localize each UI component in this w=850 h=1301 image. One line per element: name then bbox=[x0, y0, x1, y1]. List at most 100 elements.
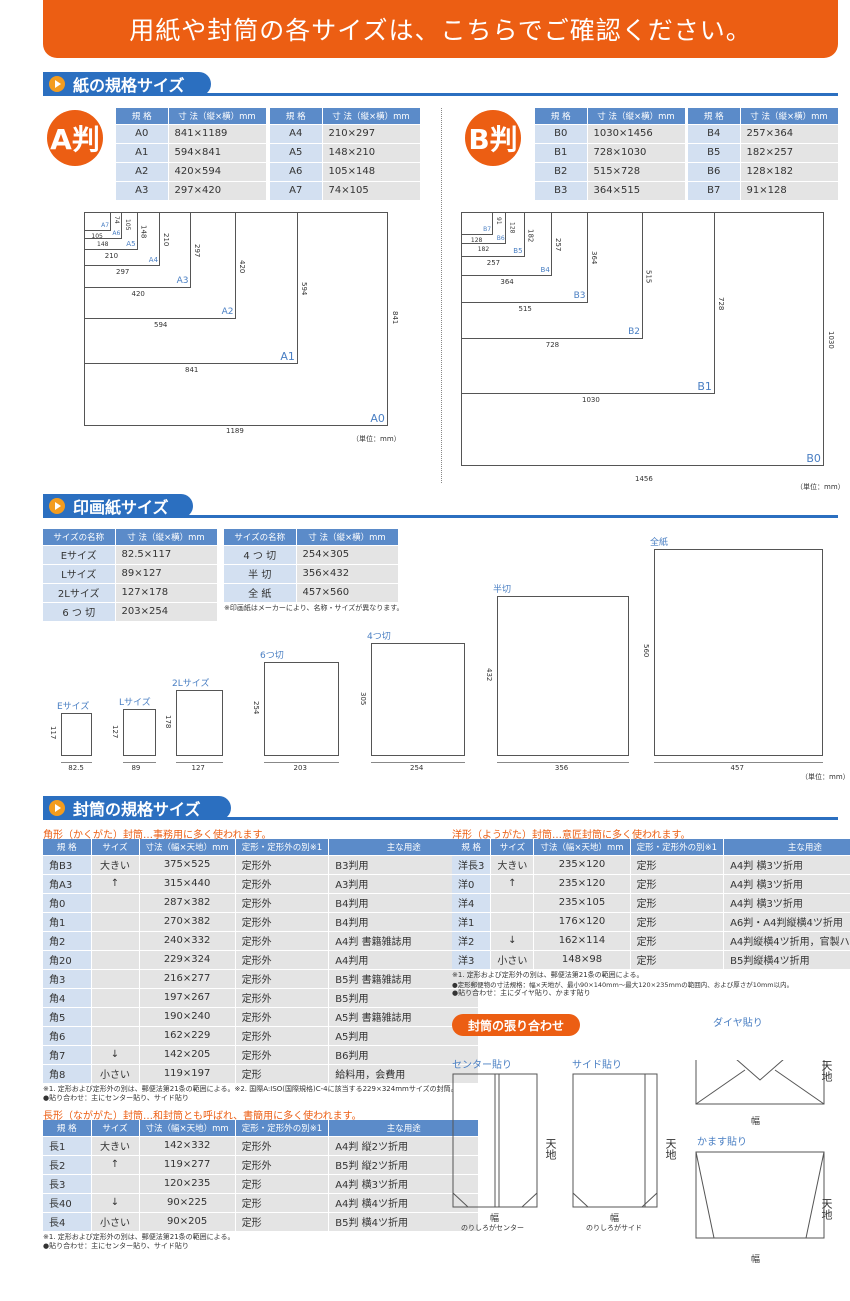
col-use: 主な用途 bbox=[723, 839, 850, 856]
table-cell: 119×197 bbox=[139, 1064, 236, 1084]
side-label: サイド貼り bbox=[572, 1060, 622, 1071]
tenchi-label: 天地 bbox=[664, 1138, 677, 1160]
table-cell bbox=[91, 1026, 140, 1046]
photo-name: 半切 bbox=[493, 585, 512, 596]
a-dim: 297 bbox=[116, 267, 130, 276]
table-cell: B4 bbox=[688, 124, 741, 144]
table-cell: 6 つ 切 bbox=[43, 602, 116, 622]
section-envelope-header: 封筒の規格サイズ bbox=[43, 796, 838, 820]
table-cell bbox=[91, 988, 140, 1008]
table-cell: 89×127 bbox=[115, 564, 218, 584]
table-cell: 洋3 bbox=[452, 950, 492, 970]
table-cell: 235×105 bbox=[533, 893, 631, 913]
col-sunpo: 寸 法（縦×横）mm bbox=[168, 108, 267, 125]
table-cell: A4判 横3ツ折用 bbox=[723, 855, 850, 875]
table-cell: 297×420 bbox=[168, 181, 267, 201]
table-cell: 457×560 bbox=[296, 583, 399, 603]
table-cell: B6判用 bbox=[328, 1045, 480, 1065]
table-cell: 定形外 bbox=[235, 1026, 330, 1046]
a-label: A6 bbox=[112, 229, 121, 237]
col-kikaku: 規 格 bbox=[535, 108, 588, 125]
table-cell: 270×382 bbox=[139, 912, 236, 932]
photo-width: 356 bbox=[554, 764, 569, 772]
table-cell: B5判縦横4ツ折用 bbox=[723, 950, 850, 970]
table-cell: 半 切 bbox=[224, 564, 297, 584]
table-cell: 257×364 bbox=[740, 124, 839, 144]
table-cell: A4判縦横4ツ折用，官製ハガキ用 bbox=[723, 931, 850, 951]
unit-label: （単位：mm） bbox=[352, 435, 401, 443]
table-cell: 90×225 bbox=[139, 1193, 236, 1213]
section-title: 印画紙サイズ bbox=[73, 498, 169, 517]
table-cell: 長2 bbox=[43, 1155, 92, 1175]
divider bbox=[441, 108, 442, 483]
table-cell: 定形外 bbox=[235, 912, 330, 932]
table-cell: 定形外 bbox=[235, 874, 330, 894]
b-label: B4 bbox=[540, 265, 550, 274]
table-cell: 356×432 bbox=[296, 564, 399, 584]
table-cell: 287×382 bbox=[139, 893, 236, 913]
table-cell: 定形 bbox=[630, 931, 725, 951]
col-kikaku: 規 格 bbox=[688, 108, 741, 125]
col-kikaku: 規 格 bbox=[43, 1120, 92, 1137]
hariawase-heading: 封筒の張り合わせ bbox=[452, 1014, 580, 1036]
table-cell: 定形 bbox=[235, 1212, 330, 1232]
b-dim: 257 bbox=[486, 259, 501, 268]
haba-label: 幅 bbox=[751, 1117, 761, 1127]
dim-line bbox=[176, 762, 223, 763]
table-cell: A4判 横3ツ折用 bbox=[723, 874, 850, 894]
table-cell: 角0 bbox=[43, 893, 92, 913]
a-dim: 594 bbox=[300, 282, 308, 296]
table-cell: 定形外 bbox=[235, 931, 330, 951]
b-dim: 1030 bbox=[582, 395, 600, 404]
table-cell bbox=[91, 950, 140, 970]
col-kikaku: 規 格 bbox=[43, 839, 92, 856]
b-label: B2 bbox=[628, 327, 640, 337]
table-cell: Eサイズ bbox=[43, 545, 116, 565]
a-dim: 210 bbox=[162, 232, 170, 247]
a-label: A3 bbox=[176, 276, 189, 286]
table-cell: 洋4 bbox=[452, 893, 492, 913]
table-cell: A5 bbox=[270, 143, 323, 163]
envelope-diagrams bbox=[452, 1060, 825, 1239]
table-cell: ↓ bbox=[91, 1193, 140, 1213]
a-dim: 420 bbox=[238, 259, 246, 273]
table-cell: 176×120 bbox=[533, 912, 631, 932]
a-label: A2 bbox=[221, 307, 234, 317]
b-label: B3 bbox=[573, 290, 586, 301]
table-cell: 全 紙 bbox=[224, 583, 297, 603]
you-title: 洋形（ようがた）封筒…意匠封筒に多く使われます。 bbox=[452, 830, 691, 841]
photo-rect bbox=[61, 712, 92, 756]
table-cell: ↓ bbox=[490, 931, 535, 951]
arrow-icon bbox=[49, 800, 65, 816]
a-label: A5 bbox=[126, 240, 136, 248]
col-size: サイズ bbox=[490, 839, 535, 856]
table-cell: 定形外 bbox=[235, 855, 330, 875]
haba-label: 幅 bbox=[490, 1214, 500, 1224]
table-cell: B6 bbox=[688, 162, 741, 182]
table-cell: 定形外 bbox=[235, 1007, 330, 1027]
b-dim: 128 bbox=[470, 236, 483, 244]
table-cell bbox=[91, 931, 140, 951]
photo-width: 457 bbox=[730, 764, 744, 772]
dim-line bbox=[371, 762, 465, 763]
b-label: B1 bbox=[697, 379, 712, 393]
photo-name: 6つ切 bbox=[260, 651, 284, 662]
